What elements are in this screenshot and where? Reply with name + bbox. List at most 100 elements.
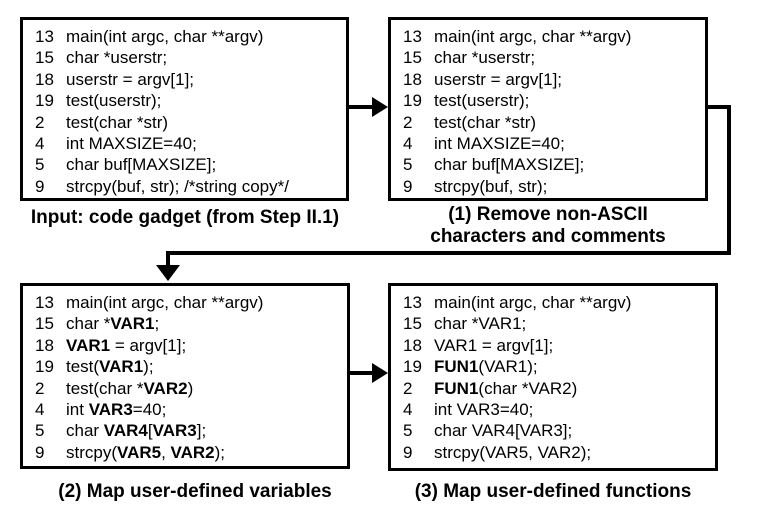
mapped-token: VAR3	[88, 400, 133, 420]
line-number: 5	[35, 421, 45, 441]
code-text: int MAXSIZE=40;	[434, 134, 565, 154]
line-number: 19	[35, 91, 54, 111]
line-number: 15	[35, 48, 54, 68]
code-line: 15 char *userstr;	[403, 47, 705, 68]
mapped-token: FUN1	[434, 378, 479, 398]
code-text: test(userstr);	[434, 91, 530, 111]
mapped-token: VAR4	[103, 421, 148, 441]
code-text: main(int argc, char **argv)	[66, 27, 264, 46]
code-text: userstr = argv[1];	[66, 69, 195, 89]
line-number: 4	[403, 400, 413, 420]
line-number: 19	[35, 357, 54, 377]
mapped-token: VAR1	[99, 357, 144, 377]
connector-segment	[705, 105, 731, 109]
line-number: 5	[403, 155, 413, 175]
line-number: 15	[35, 314, 54, 334]
caption-step2: (2) Map user-defined variables	[58, 481, 332, 502]
mapped-token: VAR1	[110, 314, 155, 334]
line-number: 9	[403, 176, 413, 196]
code-line: 19 test(userstr);	[403, 90, 705, 111]
line-number: 15	[403, 314, 422, 334]
code-text: [	[147, 421, 153, 441]
code-text: (char *VAR2)	[478, 378, 578, 398]
code-text: userstr = argv[1];	[434, 69, 563, 89]
code-text: strcpy(	[66, 442, 117, 462]
code-line: 5 char buf[MAXSIZE];	[403, 154, 705, 175]
code-line: 2 test(char *str)	[403, 112, 705, 133]
mapped-token: VAR1	[66, 335, 111, 355]
line-number: 15	[403, 48, 422, 68]
line-number: 18	[403, 335, 422, 355]
arrow-head-down-icon	[156, 265, 180, 281]
line-number: 18	[35, 69, 54, 89]
mapped-token: VAR2	[170, 442, 215, 462]
code-text: main(int argc, char **argv)	[66, 293, 264, 312]
code-line: 13 main(int argc, char **argv)	[403, 26, 705, 47]
arrow-head-right-icon	[372, 97, 388, 117]
caption-input: Input: code gadget (from Step II.1)	[30, 207, 340, 228]
line-number: 18	[403, 69, 422, 89]
code-line: 15 char *VAR1;	[35, 313, 347, 334]
mapped-token: VAR3	[152, 421, 197, 441]
code-text: test(char *str)	[434, 112, 537, 132]
code-text: int VAR3=40;	[434, 400, 534, 420]
arrow-line	[347, 371, 374, 375]
code-text: strcpy(VAR5, VAR2);	[434, 442, 592, 462]
code-text: ,	[161, 442, 171, 462]
code-text: test(char *	[66, 378, 144, 398]
caption-step3: (3) Map user-defined functions	[414, 481, 692, 502]
line-number: 2	[35, 112, 45, 132]
code-text: strcpy(buf, str); /*string copy*/	[66, 176, 289, 196]
code-text: VAR1 = argv[1];	[434, 335, 554, 355]
mapped-token: VAR2	[143, 378, 188, 398]
line-number: 9	[403, 442, 413, 462]
connector-segment	[166, 251, 731, 255]
caption-step1: (1) Remove non-ASCII characters and comm…	[430, 204, 666, 247]
code-text: char *	[66, 314, 111, 334]
connector-segment	[166, 251, 170, 267]
code-line: 18 userstr = argv[1];	[403, 69, 705, 90]
line-number: 13	[403, 27, 422, 46]
code-line: 18 userstr = argv[1];	[35, 69, 346, 90]
code-text: test(	[66, 357, 100, 377]
code-block: 13 main(int argc, char **argv) 15 char *use…	[391, 20, 705, 197]
code-line: 2 test(char *str)	[35, 112, 346, 133]
line-number: 2	[403, 112, 413, 132]
code-text: char *userstr;	[434, 48, 536, 68]
line-number: 13	[35, 293, 54, 312]
arrow-line	[347, 105, 374, 109]
code-text: ;	[154, 314, 160, 334]
code-text: test(char *str)	[66, 112, 169, 132]
code-text: char buf[MAXSIZE];	[434, 155, 585, 175]
line-number: 19	[403, 91, 422, 111]
code-text: strcpy(buf, str);	[434, 176, 548, 196]
code-text: char *userstr;	[66, 48, 168, 68]
code-text: main(int argc, char **argv)	[434, 27, 632, 46]
code-text: (VAR1);	[478, 357, 538, 377]
code-line: 15 char *userstr;	[35, 47, 346, 68]
line-number: 4	[403, 134, 413, 154]
line-number: 4	[35, 134, 45, 154]
arrow-head-right-icon	[372, 363, 388, 383]
line-number: 5	[35, 155, 45, 175]
line-number: 5	[403, 421, 413, 441]
line-number: 4	[35, 400, 45, 420]
line-number: 9	[35, 442, 45, 462]
line-number: 13	[403, 293, 422, 312]
